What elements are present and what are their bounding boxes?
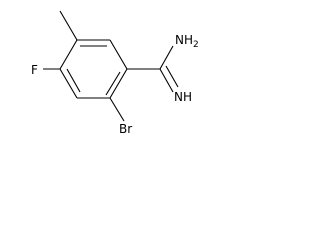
amidine-imine-bond <box>159 68 174 93</box>
amidine-amine-bond <box>159 45 174 70</box>
ring-bond-c1-c2-inner <box>105 71 121 96</box>
ring-bond-c3-c4 <box>59 68 78 99</box>
amine-label: NH2 <box>175 33 199 50</box>
chemical-structure-diagram: NH2 NH F Br <box>31 10 199 136</box>
methyl-bond <box>59 10 78 41</box>
bromine-bond <box>109 97 125 122</box>
ring-bond-c3-c4-inner <box>66 68 81 93</box>
imine-label: NH <box>174 90 192 104</box>
fluorine-label: F <box>31 63 38 77</box>
ring-bond-c1-c2 <box>109 68 128 99</box>
ring-bond-c6-c1 <box>109 39 128 70</box>
ring-bond-c4-c5 <box>59 39 78 70</box>
bromine-label: Br <box>119 122 132 136</box>
amidine-imine-bond-inner <box>165 65 179 88</box>
